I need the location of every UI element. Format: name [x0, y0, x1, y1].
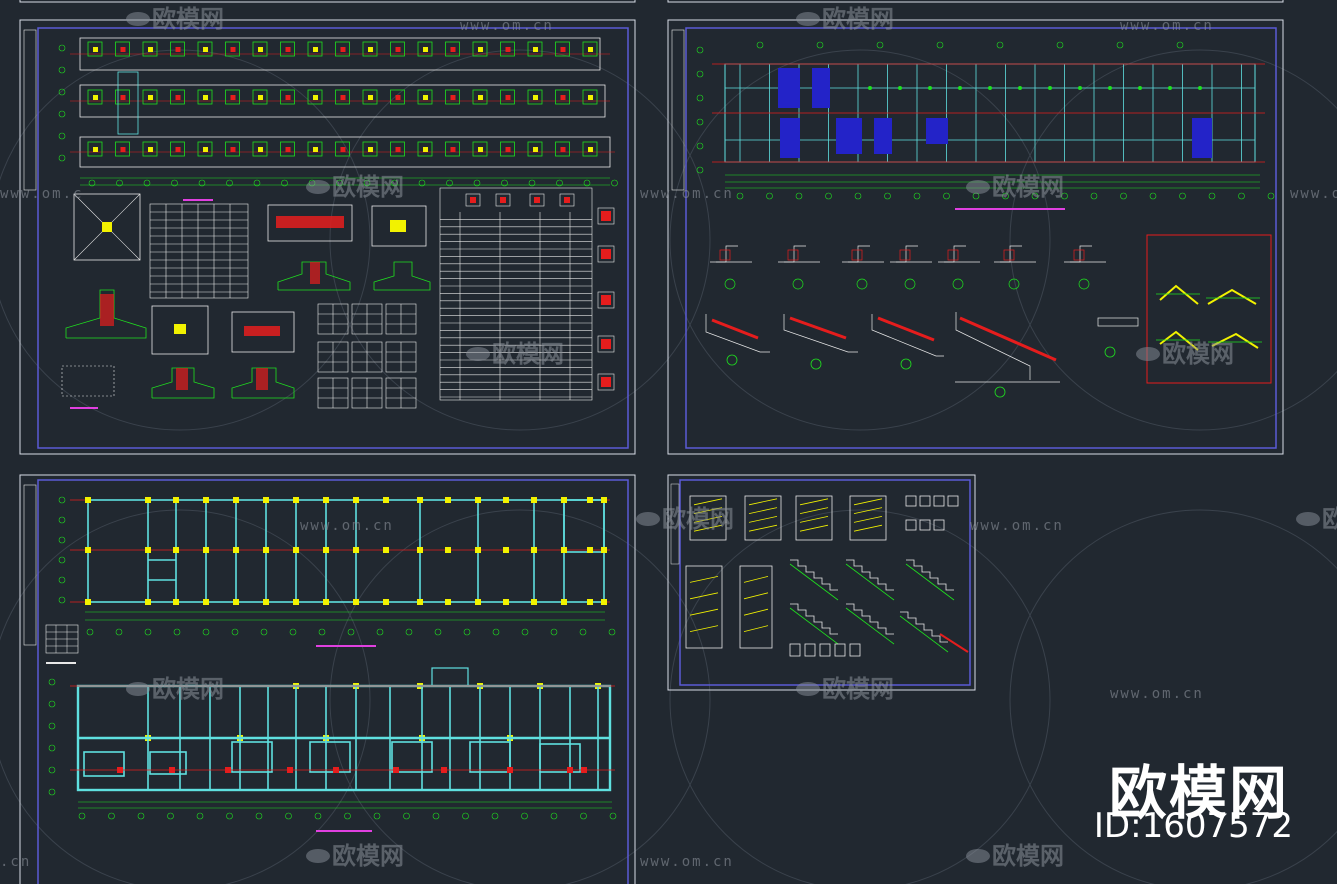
svg-text:www.om.cn: www.om.cn: [640, 854, 734, 870]
stair-detail-sheet: [667, 474, 976, 691]
svg-text:www.om.c: www.om.c: [0, 186, 83, 202]
brand-logo-text: 欧模网: [1108, 759, 1289, 827]
watermark-layer: 欧模网欧模网欧模网欧模网欧模网欧模网欧模网欧模网欧模网欧模网欧模网欧模网www.…: [0, 5, 1337, 870]
svg-text:.cn: .cn: [0, 854, 31, 870]
svg-text:欧模网: 欧模网: [992, 173, 1064, 201]
svg-text:www.om.cn: www.om.cn: [460, 18, 554, 34]
svg-text:欧模网: 欧模网: [152, 675, 224, 703]
svg-text:www.om.cn: www.om.cn: [970, 518, 1064, 534]
roof-structure-sheet: [667, 19, 1284, 455]
svg-text:欧模网: 欧模网: [332, 842, 404, 870]
brand-id-label: ID:1607572: [1093, 806, 1293, 846]
svg-text:www.om.cn: www.om.cn: [640, 186, 734, 202]
svg-text:www.om.cn: www.om.cn: [300, 518, 394, 534]
svg-text:欧模网: 欧模网: [1322, 505, 1337, 533]
floor-framing-sheet: [19, 474, 636, 884]
foundation-plan-sheet: [19, 19, 636, 455]
svg-text:欧模网: 欧模网: [332, 173, 404, 201]
watermark-arcs: [0, 49, 1337, 884]
svg-text:欧模网: 欧模网: [152, 5, 224, 33]
svg-text:欧模网: 欧模网: [1162, 340, 1234, 368]
svg-text:www.om.cn: www.om.cn: [1290, 186, 1337, 202]
svg-text:欧模网: 欧模网: [662, 505, 734, 533]
svg-text:欧模网: 欧模网: [822, 675, 894, 703]
svg-text:欧模网: 欧模网: [492, 340, 564, 368]
svg-text:www.om.cn: www.om.cn: [1120, 18, 1214, 34]
svg-text:欧模网: 欧模网: [822, 5, 894, 33]
svg-text:欧模网: 欧模网: [992, 842, 1064, 870]
svg-text:www.om.cn: www.om.cn: [1110, 686, 1204, 702]
